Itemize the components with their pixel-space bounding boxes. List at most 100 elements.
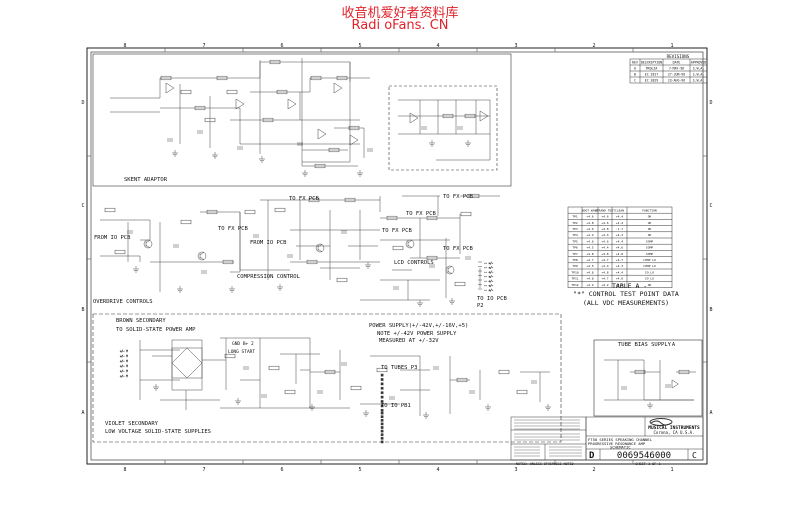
supply-rail-label: +/- V [120,349,128,353]
label-to-fx-pcb-6: TO FX PCB [443,246,473,252]
label-overdrive-controls: OVERDRIVE CONTROLS [93,299,153,305]
rev-cell: 7-MAY-96 [669,66,684,70]
rev-cell: PROLZA [646,66,658,70]
tp-cell: +4.8 [586,252,593,256]
io-pin-label: -- +/- [484,261,494,265]
tp-cell: +4.2 [586,283,593,287]
tp-cell: +4.8 [601,227,608,231]
zone-col-bottom-1: 1 [670,467,673,473]
tp-cell: TP5 [572,239,578,243]
tp-cell: +4.6 [586,239,593,243]
power-supply-wiring: +/- V+/- V+/- V+/- V+/- V+/- V [120,337,551,444]
tp-cell: IO_LO [645,270,654,274]
tp-cell: TP4 [572,233,578,237]
tp-cell: +4.7 [601,277,608,281]
tp-cell: +4.8 [616,252,623,256]
company-location: Corona, CA U.S.A. [654,430,695,435]
table-caption-3: (ALL VDC MEASUREMENTS) [583,299,669,307]
zone-row-left-D: D [81,100,84,106]
label-tube-bias-supply: TUBE BIAS SUPPLY [618,342,672,348]
tp-cell: OK [648,215,652,219]
label-to-tubes: TO TUBES P3 [381,365,417,371]
label-to-fx-pcb-1: TO FX PCB [218,226,248,232]
zone-row-right-C: C [709,203,712,209]
drawing-title-1: FT50 SERIES SPEAKING CHANNEL [588,437,653,442]
zone-row-right-B: B [709,307,712,313]
tp-cell: TP6 [572,246,578,250]
tp-cell: COMP [646,239,653,243]
rev-header: DESCRIPTION [641,60,662,64]
zone-col-bottom-7: 7 [202,467,205,473]
tp-cell: +4.6 [616,246,623,250]
zone-col-top-8: 8 [123,43,126,49]
tp-cell: TP10 [571,270,578,274]
label-long-start: LONG START [228,349,255,355]
tp-cell: +4.2 [601,283,608,287]
watermark-line-2: Radi oFans. CN [351,18,449,33]
zone-col-bottom-3: 3 [514,467,517,473]
table-caption-2: "*" CONTROL TEST POINT DATA [573,290,679,298]
zone-col-top-1: 1 [670,43,673,49]
sheet-label: SHEET 1 OF 1 [635,462,660,466]
zone-col-top-4: 4 [436,43,439,49]
table-caption-1: TABLE A - [612,282,647,290]
tp-cell: +4.5 [586,246,593,250]
rev-header: APPROVED [691,60,706,64]
tp-cell: TP8 [572,258,578,262]
tp-cell: -1.7 [616,227,623,231]
tp-cell: +4.6 [616,277,623,281]
rev-cell: S.W.A. [693,72,705,76]
zone-col-bottom-4: 4 [436,467,439,473]
preamp-wiring: -- +/--- +/--- +/--- +/--- +/--- +/--- +… [100,193,500,307]
supply-rail-label: +/- V [120,359,128,363]
label-violet-secondary: VIOLET SECONDARY [105,421,159,427]
tp-cell: +4.5 [586,264,593,268]
title-block: MUSICAL INSTRUMENTS Corona, CA U.S.A. FT… [510,416,704,466]
rev-header: DATE [673,60,681,64]
io-pin-label: -- +/- [484,284,494,288]
tp-cell: TP3 [572,227,578,231]
supply-rail-label: +/- V [120,364,128,368]
tp-header: STRAND TEST [595,208,615,212]
rev-cell: C [634,78,636,82]
tp-cell: +4.8 [601,252,608,256]
tp-cell: +4.6 [586,215,593,219]
tp-cell: TP7 [572,252,578,256]
rev-cell: S.W.A. [693,66,705,70]
tp-cell: +4.6 [586,227,593,231]
label-to-io-pcb-p2: P2 [477,303,484,309]
drawing-title-3: SCHEMATIC [610,445,631,450]
zone-col-top-7: 7 [202,43,205,49]
tp-cell: OK [648,227,652,231]
io-pin-label: -- +/- [484,279,494,283]
tp-cell: +4.7 [616,258,623,262]
tp-cell: +4.8 [586,277,593,281]
tp-cell: +4.8 [601,270,608,274]
drawing-notes: NOTES: UNLESS OTHERWISE NOTED [516,462,574,466]
rev-cell: A [634,66,636,70]
revisions-title: REVISIONS [667,54,690,59]
rev-cell: EC 2817 [645,72,659,76]
tube-bias-block [593,339,703,417]
label-to-fx-pcb-3: TO FX PCB [406,211,436,217]
tp-cell: +4.4 [616,239,623,243]
label-skent-adaptor: SKENT ADAPTOR [124,177,168,183]
tp-cell: +4.3 [616,264,623,268]
label-brown-secondary: BROWN SECONDARY [116,318,166,324]
io-pin-label: -- +/- [484,270,494,274]
tp-cell: COMP LO [643,258,656,262]
tp-cell: +4.0 [616,283,623,287]
tp-header: FUNCTION [642,208,657,212]
supply-rail-label: +/- V [120,369,128,373]
label-brown-secondary-sub: TO SOLID-STATE POWER AMP [116,327,196,333]
label-to-fx-pcb-5: TO FX PCB [443,194,473,200]
label-bias-marker: A [672,342,675,348]
tube-bias-wiring [604,359,696,409]
label-violet-secondary-sub: LOW VOLTAGE SOLID-STATE SUPPLIES [105,429,211,435]
power-supply-block [92,313,562,443]
label-to-io-pb1: TO IO PB1 [381,403,411,409]
zone-col-top-2: 2 [592,43,595,49]
